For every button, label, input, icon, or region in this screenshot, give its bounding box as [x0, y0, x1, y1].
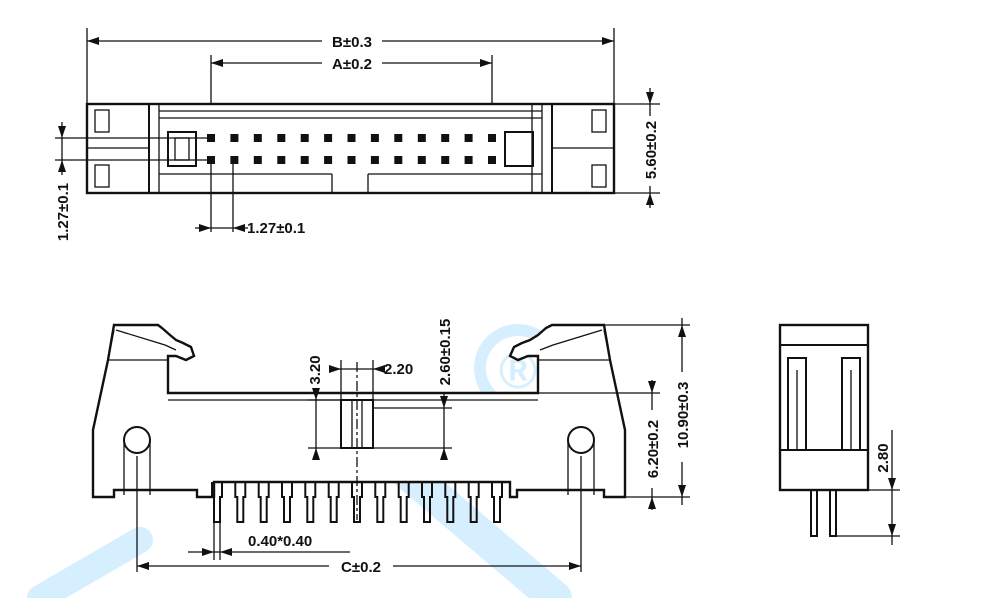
top-pin — [277, 156, 286, 164]
top-pin — [464, 134, 473, 142]
dim-col-pitch-label: 1.27±0.1 — [247, 220, 305, 237]
dim-c-label: C±0.2 — [341, 559, 381, 576]
dim-row-pitch: 1.27±0.1 — [55, 122, 211, 241]
dim-2-80-label: 2.80 — [875, 443, 892, 472]
top-pin — [230, 156, 239, 164]
dim-10-90-label: 10.90±0.3 — [675, 382, 692, 449]
front-pin — [444, 482, 457, 523]
top-pin — [394, 156, 403, 164]
front-pin — [281, 482, 293, 523]
dim-2-80: 2.80 — [836, 430, 900, 545]
dim-a-label: A±0.2 — [332, 56, 372, 73]
top-view: B±0.3 A±0.2 — [55, 28, 660, 241]
top-pin — [417, 134, 426, 142]
dim-row-pitch-label: 1.27±0.1 — [55, 183, 72, 241]
front-view: 3.20 2.20 2.60±0.15 6.20± — [91, 318, 692, 576]
top-pin — [347, 134, 356, 142]
top-pin — [464, 156, 473, 164]
front-housing — [91, 323, 627, 499]
dim-2-20-label: 2.20 — [384, 361, 413, 378]
dim-c: C±0.2 — [136, 456, 582, 576]
top-pin — [300, 156, 309, 164]
dim-6-20: 6.20±0.2 — [538, 380, 690, 510]
dim-height: 5.60±0.2 — [614, 88, 660, 208]
top-pin — [417, 156, 426, 164]
top-pin — [324, 134, 333, 142]
dim-3-20: 3.20 — [307, 355, 341, 460]
top-pin — [253, 156, 262, 164]
dim-10-90: 10.90±0.3 — [604, 318, 692, 505]
top-pin — [488, 134, 496, 142]
top-pin — [253, 134, 262, 142]
front-pin — [304, 482, 317, 523]
side-view: 2.80 — [778, 323, 900, 545]
dim-2-60: 2.60±0.15 — [373, 319, 454, 460]
front-pin — [257, 482, 270, 523]
front-pin-array — [211, 482, 503, 523]
top-pin-array — [207, 134, 496, 164]
top-pin — [300, 134, 309, 142]
dim-pin-size: 0.40*0.40 — [188, 520, 352, 560]
front-pin — [491, 482, 503, 523]
dim-2-20: 2.20 — [329, 360, 413, 400]
front-pin — [374, 482, 387, 523]
front-pin — [397, 482, 410, 523]
top-pin — [370, 156, 379, 164]
top-pin — [277, 134, 286, 142]
top-pin — [370, 134, 379, 142]
dim-pin-size-label: 0.40*0.40 — [248, 533, 312, 550]
top-pin — [324, 156, 333, 164]
top-pin — [230, 134, 239, 142]
front-pin — [467, 482, 480, 523]
top-pin — [441, 134, 450, 142]
front-pin — [421, 482, 433, 523]
top-pin — [394, 134, 403, 142]
dim-b: B±0.3 — [86, 28, 615, 104]
dim-3-20-label: 3.20 — [307, 355, 324, 384]
top-pin — [347, 156, 356, 164]
top-pin — [441, 156, 450, 164]
dim-height-label: 5.60±0.2 — [643, 121, 660, 179]
top-pin — [488, 156, 496, 164]
front-pin — [351, 482, 363, 523]
dim-col-pitch: 1.27±0.1 — [195, 160, 305, 237]
front-pin — [234, 482, 247, 523]
dim-6-20-label: 6.20±0.2 — [645, 420, 662, 478]
dim-2-60-label: 2.60±0.15 — [437, 319, 454, 386]
side-housing — [778, 323, 870, 492]
front-pin — [211, 482, 223, 523]
front-pin — [327, 482, 340, 523]
dim-b-label: B±0.3 — [332, 34, 372, 51]
